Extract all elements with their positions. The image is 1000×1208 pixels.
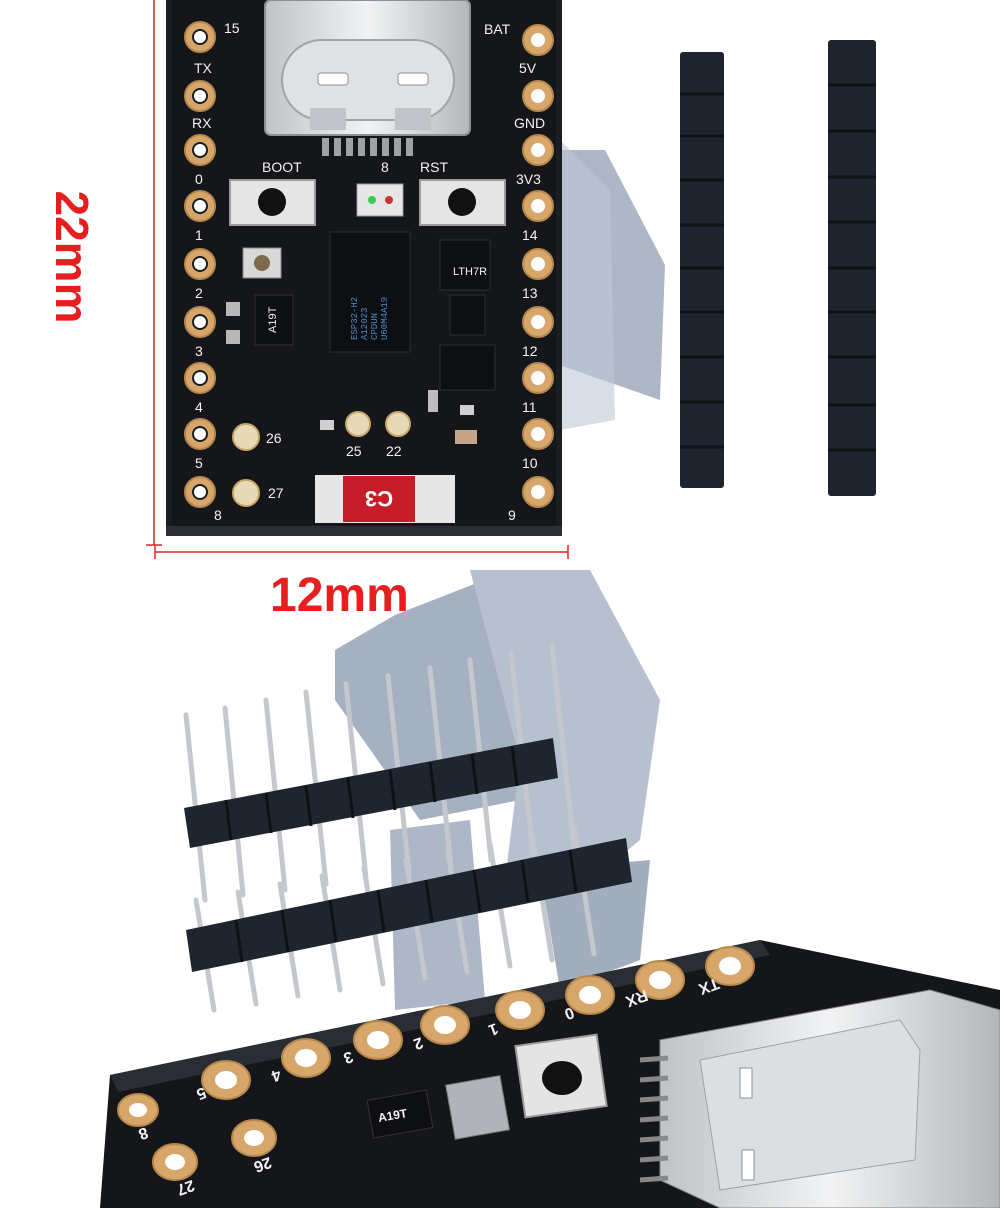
- led: [356, 183, 404, 217]
- label-9: 9: [508, 507, 516, 523]
- label-boot: BOOT: [262, 159, 302, 175]
- bottom-label-a19t: A19T: [377, 1106, 409, 1125]
- label-12: 12: [522, 343, 538, 359]
- esp32-chip: ESP32-H2 A12023 CPDUN U60M4A19: [329, 231, 411, 353]
- chip-text-1: ESP32-H2: [350, 297, 360, 340]
- label-lth7r: LTH7R: [453, 266, 487, 278]
- chip-text-2: A12023: [360, 308, 370, 340]
- boot-button: [229, 179, 316, 226]
- label-22: 22: [386, 443, 402, 459]
- width-dimension-label: 12mm: [270, 569, 409, 622]
- perspective-header-front: [186, 825, 632, 1013]
- label-1: 1: [195, 227, 203, 243]
- left-pad-column: [184, 21, 216, 508]
- label-tx: TX: [194, 60, 213, 76]
- label-15: 15: [224, 20, 240, 36]
- usb-c-connector: [264, 0, 471, 156]
- label-3: 3: [195, 343, 203, 359]
- label-btn-8: 8: [381, 159, 389, 175]
- watermark-logo: [335, 140, 665, 1010]
- label-bat: BAT: [484, 21, 511, 37]
- label-rst: RST: [420, 159, 448, 175]
- bottom-board: [100, 940, 1000, 1208]
- label-0: 0: [195, 171, 203, 187]
- label-3v3: 3V3: [516, 171, 541, 187]
- label-10: 10: [522, 455, 538, 471]
- logo-text: C3: [365, 486, 393, 511]
- height-dimension-label: 22mm: [46, 190, 98, 324]
- label-25: 25: [346, 443, 362, 459]
- bottom-label-26: 26: [251, 1153, 274, 1175]
- label-11: 11: [522, 399, 537, 415]
- width-dimension-line: [154, 545, 569, 559]
- bottom-label-rx: RX: [623, 986, 650, 1010]
- label-27: 27: [268, 485, 284, 501]
- label-14: 14: [522, 227, 538, 243]
- bottom-label-tx: TX: [696, 974, 721, 997]
- reset-button: [419, 179, 506, 226]
- label-5: 5: [195, 455, 203, 471]
- label-rx: RX: [192, 115, 212, 131]
- label-4: 4: [195, 399, 203, 415]
- bottom-silkscreen: TX RX 0 1 2 3 4 5 8 27 26 A19T: [136, 974, 721, 1198]
- right-pad-column: [522, 24, 554, 508]
- inner-pads: [232, 411, 411, 507]
- label-13: 13: [522, 285, 538, 301]
- label-a19t: A19T: [267, 306, 279, 333]
- silkscreen-labels: 15 BAT TX RX 0 1 2 3 4 5 8 5V GND 3V3 14…: [192, 20, 545, 523]
- pin-header-right: [737, 40, 929, 496]
- smd-components: [226, 239, 496, 444]
- label-26: 26: [266, 430, 282, 446]
- chip-text-3: CPDUN: [370, 313, 380, 340]
- label-gnd: GND: [514, 115, 545, 131]
- chip-text-4: U60M4A19: [380, 297, 390, 340]
- c3-logo: C3: [315, 475, 455, 523]
- height-dimension-line: [146, 0, 162, 546]
- label-5v: 5V: [519, 60, 537, 76]
- perspective-header-back: [183, 642, 577, 903]
- label-2: 2: [195, 285, 203, 301]
- label-8: 8: [214, 507, 222, 523]
- bottom-label-27: 27: [174, 1176, 197, 1198]
